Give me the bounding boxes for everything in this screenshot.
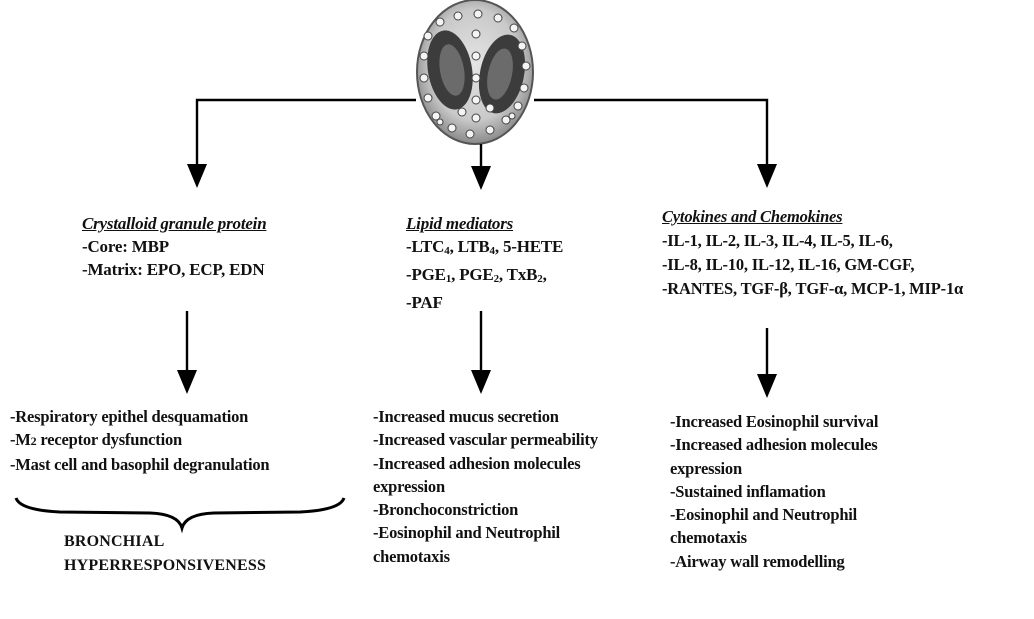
eosinophil-cell-icon (416, 0, 534, 145)
cytokine-item-2: -IL-8, IL-10, IL-12, IL-16, GM-CGF, (662, 255, 915, 274)
lipid-item-2: -PGE1, PGE2, TxB2, (406, 263, 563, 291)
lipid-item-3: -PAF (406, 293, 443, 312)
lipid-effect-7: chemotaxis (373, 546, 450, 566)
lipid-heading: Lipid mediators (406, 214, 514, 233)
connector-to-cytokines (534, 98, 769, 183)
cytokine-heading: Cytokines and Chemokines (662, 207, 843, 226)
cytokine-block: Cytokines and Chemokines -IL-1, IL-2, IL… (662, 205, 963, 301)
lipid-block: Lipid mediators -LTC4, LTB4, 5-HETE -PGE… (406, 212, 563, 314)
cytokine-effect-5: -Eosinophil and Neutrophil (670, 505, 858, 525)
cytokine-effect-3: expression (670, 458, 742, 478)
outcome-label: BRONCHIAL HYPERRESPONSIVENESS (64, 530, 266, 578)
lipid-2a-sub: 1 (445, 273, 452, 285)
lipid-effect-2: -Increased vascular permeability (373, 430, 598, 450)
granule-item-matrix: -Matrix: EPO, ECP, EDN (82, 260, 265, 279)
lipid-1c: , 5-HETE (494, 237, 564, 256)
lipid-effects: -Increased mucus secretion -Increased va… (373, 405, 598, 568)
granule-effect-1: -Respiratory epithel desquamation (10, 407, 249, 426)
arrowhead-cytokine-effects (757, 374, 777, 398)
granule-effects: -Respiratory epithel desquamation -M2 re… (10, 405, 270, 476)
granule-effect-2-sub: 2 (30, 434, 37, 448)
cytokine-item-1: -IL-1, IL-2, IL-3, IL-4, IL-5, IL-6, (662, 231, 893, 250)
cytokine-effect-4: -Sustained inflamation (670, 481, 826, 501)
granule-effect-3: -Mast cell and basophil degranulation (10, 455, 270, 474)
lipid-effect-5: -Bronchoconstriction (373, 500, 519, 520)
lipid-2c: , TxB (498, 265, 538, 284)
lipid-effect-4: expression (373, 476, 445, 496)
lipid-effect-1: -Increased mucus secretion (373, 407, 559, 426)
granule-effect-2-post: receptor dysfunction (36, 430, 183, 449)
granule-heading: Crystalloid granule protein (82, 214, 267, 233)
lipid-2d: , (542, 265, 547, 284)
cytokine-effect-1: -Increased Eosinophil survival (670, 412, 879, 431)
cytokine-effect-7: -Airway wall remodelling (670, 551, 845, 571)
curly-brace-icon (14, 497, 346, 534)
lipid-1a: -LTC (406, 237, 445, 256)
lipid-2b-sub: 2 (493, 273, 500, 285)
lipid-2c-sub: 2 (537, 273, 543, 285)
granule-block: Crystalloid granule protein -Core: MBP -… (82, 212, 267, 281)
lipid-1b: , LTB (449, 237, 490, 256)
lipid-item-1: -LTC4, LTB4, 5-HETE (406, 235, 563, 263)
lipid-2a: -PGE (406, 265, 446, 284)
outcome-line-2: HYPERRESPONSIVENESS (64, 557, 267, 574)
connector-to-granule (195, 98, 416, 183)
lipid-effect-6: -Eosinophil and Neutrophil (373, 523, 561, 543)
granule-item-core: -Core: MBP (82, 237, 169, 256)
lipid-1b-sub: 4 (489, 245, 496, 257)
lipid-2b: , PGE (451, 265, 494, 284)
cytokine-effects: -Increased Eosinophil survival -Increase… (670, 410, 878, 573)
outcome-line-1: BRONCHIAL (64, 533, 165, 550)
arrowhead-cytokines (757, 164, 777, 188)
arrowhead-granule (187, 164, 207, 188)
granule-effect-2: -M2 receptor dysfunction (10, 428, 269, 453)
cytokine-effect-2: -Increased adhesion molecules (670, 435, 878, 455)
granule-effect-2-pre: -M (10, 430, 31, 449)
arrowhead-lipid-effects (471, 370, 491, 394)
lipid-1a-sub: 4 (444, 245, 450, 257)
arrowhead-granule-effects (177, 370, 197, 394)
lipid-effect-3: -Increased adhesion molecules (373, 453, 581, 473)
cytokine-effect-6: chemotaxis (670, 528, 747, 548)
cytokine-item-3: -RANTES, TGF-β, TGF-α, MCP-1, MIP-1α (662, 279, 963, 298)
arrowhead-lipid (471, 166, 491, 190)
